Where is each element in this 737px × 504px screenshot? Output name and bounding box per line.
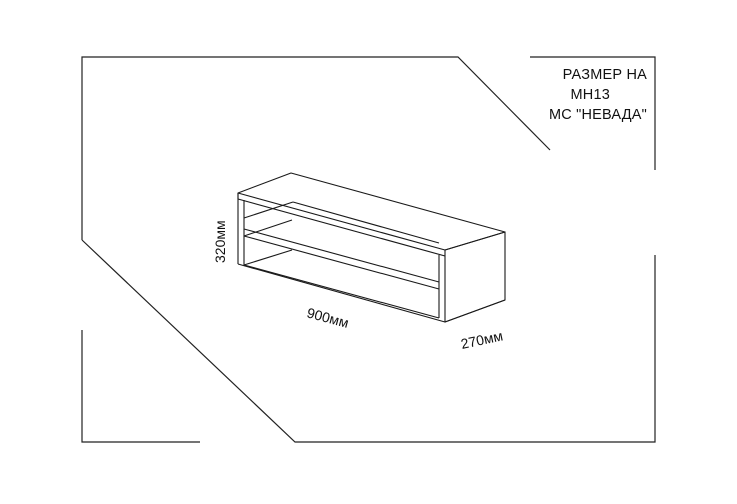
shelf-middle-top (243, 228, 440, 283)
height-dimension-label: 320мм (212, 220, 228, 263)
frame-bottom-left-border (81, 330, 200, 443)
decorative-frame (81, 56, 656, 443)
depth-dimension-label: 270мм (459, 327, 504, 352)
shelf-lower-back (243, 249, 293, 266)
frame-top-right-border (530, 56, 656, 170)
shelf-inner-back-top (243, 201, 294, 219)
title-line-model-name: МС "НЕВАДА" (548, 107, 647, 123)
shelf-bottom-right-edge (444, 299, 506, 323)
shelf-middle-bottom (243, 235, 440, 290)
shelf-bottom-front (237, 263, 446, 323)
shelf-inner-back-top-right (292, 201, 440, 244)
shelf-unit (237, 172, 506, 323)
title-line-model-code: МН13 (570, 87, 610, 103)
frame-diagonal-left (81, 239, 656, 443)
shelf-right-panel (444, 231, 506, 323)
title-line-size-of: РАЗМЕР НА (562, 67, 647, 83)
shelf-middle-back (243, 219, 293, 237)
width-dimension-label: 900мм (305, 304, 350, 330)
shelf-bottom-inner (243, 264, 440, 319)
frame-top-left-border (81, 56, 551, 240)
